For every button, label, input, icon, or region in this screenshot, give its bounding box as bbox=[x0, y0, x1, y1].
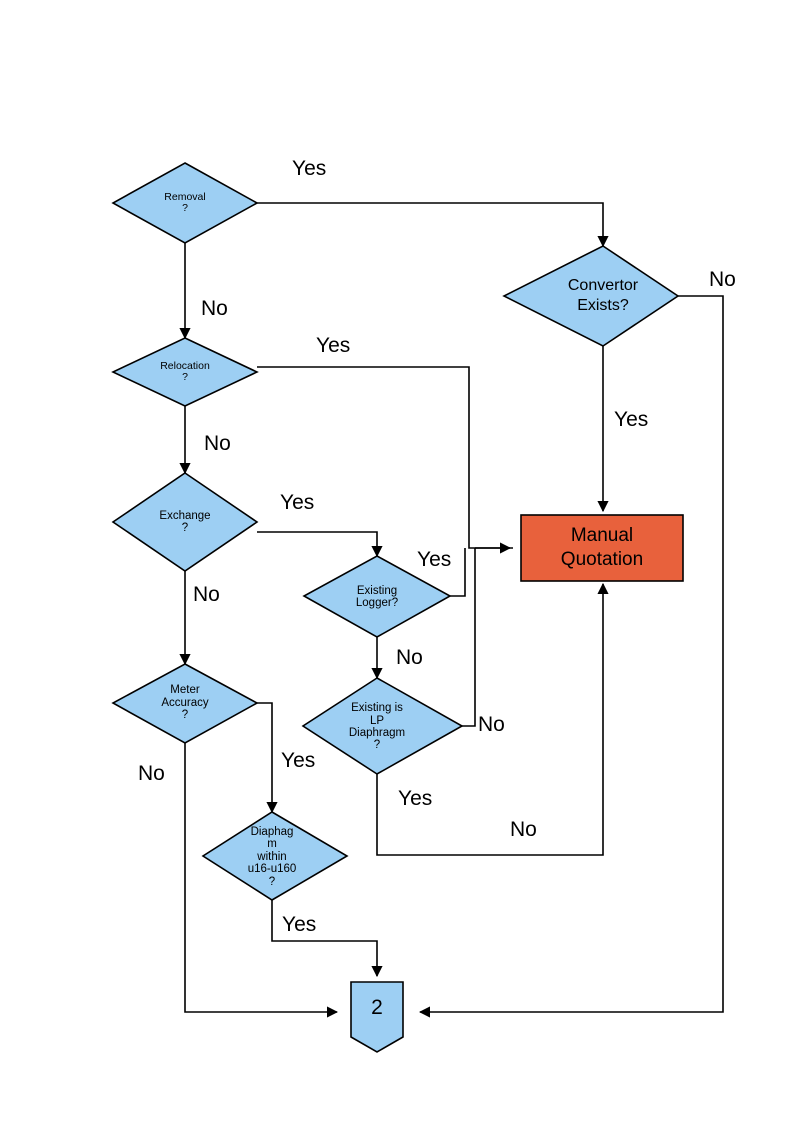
process-manual-quotation[interactable] bbox=[520, 514, 684, 582]
edge-meter-no bbox=[184, 743, 339, 1018]
edge-lp-yes bbox=[376, 582, 609, 856]
edge-label-relocation-yes: Yes bbox=[316, 334, 351, 357]
connector-2[interactable] bbox=[350, 981, 404, 1053]
edge-label-lp-yes: Yes bbox=[398, 787, 433, 810]
edge-lp-no bbox=[462, 548, 476, 727]
edge-label-meter-yes: Yes bbox=[281, 749, 316, 772]
decision-diaphragm-range[interactable] bbox=[201, 811, 349, 901]
edge-label-exchange-yes: Yes bbox=[280, 491, 315, 514]
edge-label-convertor-no: No bbox=[709, 268, 736, 291]
edge-convertor-no bbox=[418, 295, 724, 1018]
edge-meter-yes bbox=[257, 702, 278, 814]
flowchart-nodes bbox=[111, 162, 684, 1053]
edge-exchange-yes bbox=[257, 531, 383, 558]
edge-label-diaphragm-yes: Yes bbox=[282, 913, 317, 936]
edge-removal-yes bbox=[257, 202, 609, 248]
edge-label-lp-no: No bbox=[478, 713, 505, 736]
edge-label-relocation-no: No bbox=[204, 432, 231, 455]
edge-label-removal-no: No bbox=[201, 297, 228, 320]
decision-meter-accuracy[interactable] bbox=[111, 663, 259, 744]
edge-label-diaphragm-no: No bbox=[510, 818, 537, 841]
decision-relocation[interactable] bbox=[111, 337, 259, 407]
decision-exchange[interactable] bbox=[111, 472, 259, 572]
edge-relocation-yes bbox=[257, 366, 512, 554]
edge-label-meter-no: No bbox=[138, 762, 165, 785]
edge-label-logger-no: No bbox=[396, 646, 423, 669]
edge-label-logger-yes: Yes bbox=[417, 548, 452, 571]
edge-label-exchange-no: No bbox=[193, 583, 220, 606]
decision-convertor-exists[interactable] bbox=[502, 245, 680, 347]
edge-label-convertor-yes: Yes bbox=[614, 408, 649, 431]
edge-logger-yes bbox=[450, 548, 466, 597]
decision-existing-logger[interactable] bbox=[302, 555, 452, 638]
decision-existing-lp-diaphragm[interactable] bbox=[301, 677, 464, 775]
edge-label-removal-yes: Yes bbox=[292, 157, 327, 180]
edge-diaphragm-yes bbox=[271, 900, 383, 978]
decision-removal[interactable] bbox=[111, 162, 259, 244]
